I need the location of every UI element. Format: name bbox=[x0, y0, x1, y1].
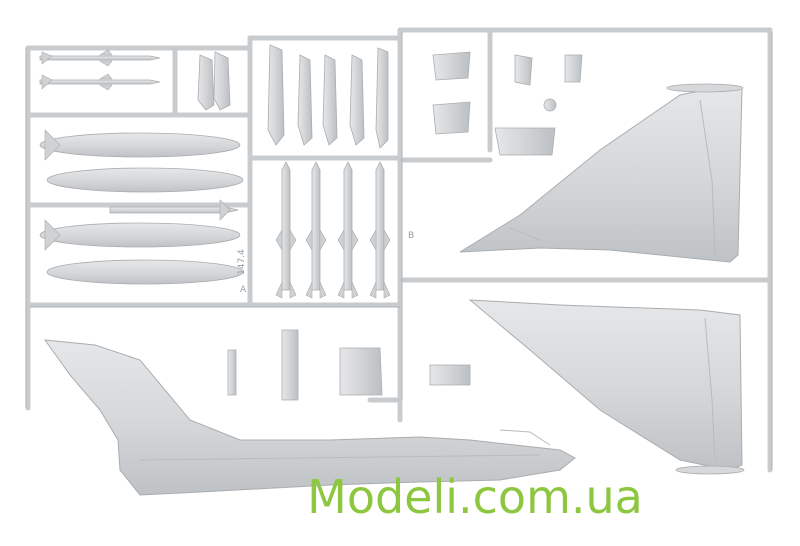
wing-upper bbox=[459, 83, 744, 263]
fuel-tank-1 bbox=[39, 129, 241, 161]
fuselage-half bbox=[43, 339, 576, 496]
sprue-frame-edge bbox=[25, 32, 773, 470]
sprue-frame bbox=[25, 27, 773, 473]
watermark-text: Modeli.com.ua bbox=[307, 470, 643, 524]
fuel-tank-4 bbox=[46, 259, 244, 285]
missile-1 bbox=[39, 49, 161, 67]
cockpit-parts bbox=[227, 329, 471, 401]
small-parts-top bbox=[432, 51, 583, 156]
vertical-missiles bbox=[281, 161, 385, 291]
sprue-code: 147.4 bbox=[237, 249, 247, 275]
missile-3 bbox=[109, 199, 239, 221]
fuel-tank-3 bbox=[39, 219, 241, 251]
fuel-tank-2 bbox=[46, 167, 244, 193]
wing-lower bbox=[468, 299, 745, 475]
missile-2 bbox=[39, 73, 161, 91]
sprue-tag-a: A bbox=[240, 285, 247, 295]
missile-fins bbox=[275, 228, 391, 299]
pylon-parts bbox=[197, 44, 389, 149]
sprue-tag-b: B bbox=[408, 231, 414, 241]
